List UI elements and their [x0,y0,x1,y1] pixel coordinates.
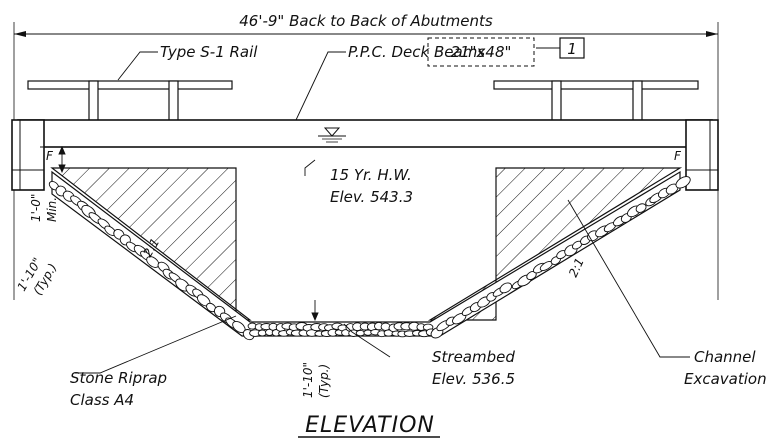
streambed-depth-arrow [311,300,319,322]
bottom-riprap-dimension: 1'-10" [301,362,315,398]
right-slope-label: 2:1 [566,256,587,279]
riprap-stone [499,282,513,294]
deck-size-label: 21"x48" [451,43,512,61]
stone-riprap [48,170,691,341]
type-s1-rail-right [493,80,699,122]
deck-beams-label: P.P.C. Deck Beams [348,43,485,61]
high-water-marker [318,127,346,143]
note-number: 1 [567,40,577,58]
channel-excavation-label: Channel [694,348,756,366]
riprap-stone [675,176,691,189]
rail-label: Type S-1 Rail [160,43,258,61]
left-abutment [11,119,45,191]
riprap-stone [355,329,366,337]
overall-dimension-label: 46'-9" Back to Back of Abutments [239,12,493,30]
high-water-label: 15 Yr. H.W. [330,166,412,184]
high-water-elevation: Elev. 543.3 [330,188,413,206]
stone-riprap-label: Stone Riprap [70,369,167,387]
view-title: ELEVATION [305,413,435,438]
bottom-riprap-typ: (Typ.) [317,364,331,398]
stone-riprap-class: Class A4 [70,391,134,409]
leader-lines [75,47,690,374]
right-fill-mark: F [674,149,682,163]
min-cover-dimension [40,145,80,174]
overall-dimension: 46'-9" Back to Back of Abutments [13,12,719,300]
streambed-elevation: Elev. 536.5 [432,370,515,388]
riprap-stone [635,203,647,213]
streambed-label: Streambed [432,348,515,366]
right-abutment [685,119,719,191]
type-s1-rail-left [27,80,233,122]
deck-beams [17,119,713,148]
min-cover-note: Min. [45,197,59,222]
channel-excavation-label-2: Excavation [684,370,767,388]
left-fill-mark: F [46,149,54,163]
deck-size-callout [427,37,585,67]
min-cover-dimension-label: 1'-0" [29,194,43,222]
